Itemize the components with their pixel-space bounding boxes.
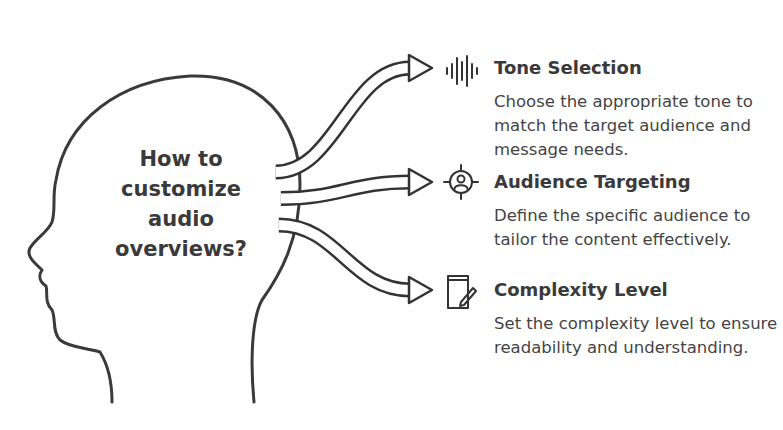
option-item: Tone SelectionChoose the appropriate ton…	[494, 56, 778, 162]
question-text: How to customize audio overviews?	[106, 144, 256, 264]
hollow-arrow	[281, 169, 432, 199]
option-item: Complexity LevelSet the complexity level…	[494, 278, 778, 360]
soundwave-icon	[444, 54, 480, 88]
target-person-icon	[443, 164, 479, 200]
item-heading: Tone Selection	[494, 56, 778, 80]
item-description: Choose the appropriate tone to match the…	[494, 90, 778, 162]
item-heading: Audience Targeting	[494, 170, 778, 194]
center-question: How to customize audio overviews?	[87, 110, 275, 298]
item-heading: Complexity Level	[494, 278, 778, 302]
hollow-arrow	[276, 55, 432, 172]
hollow-arrow	[279, 225, 432, 303]
item-description: Set the complexity level to ensure reada…	[494, 312, 778, 360]
option-item: Audience TargetingDefine the specific au…	[494, 170, 778, 252]
notebook-pencil-icon	[443, 272, 479, 312]
item-description: Define the specific audience to tailor t…	[494, 204, 778, 252]
